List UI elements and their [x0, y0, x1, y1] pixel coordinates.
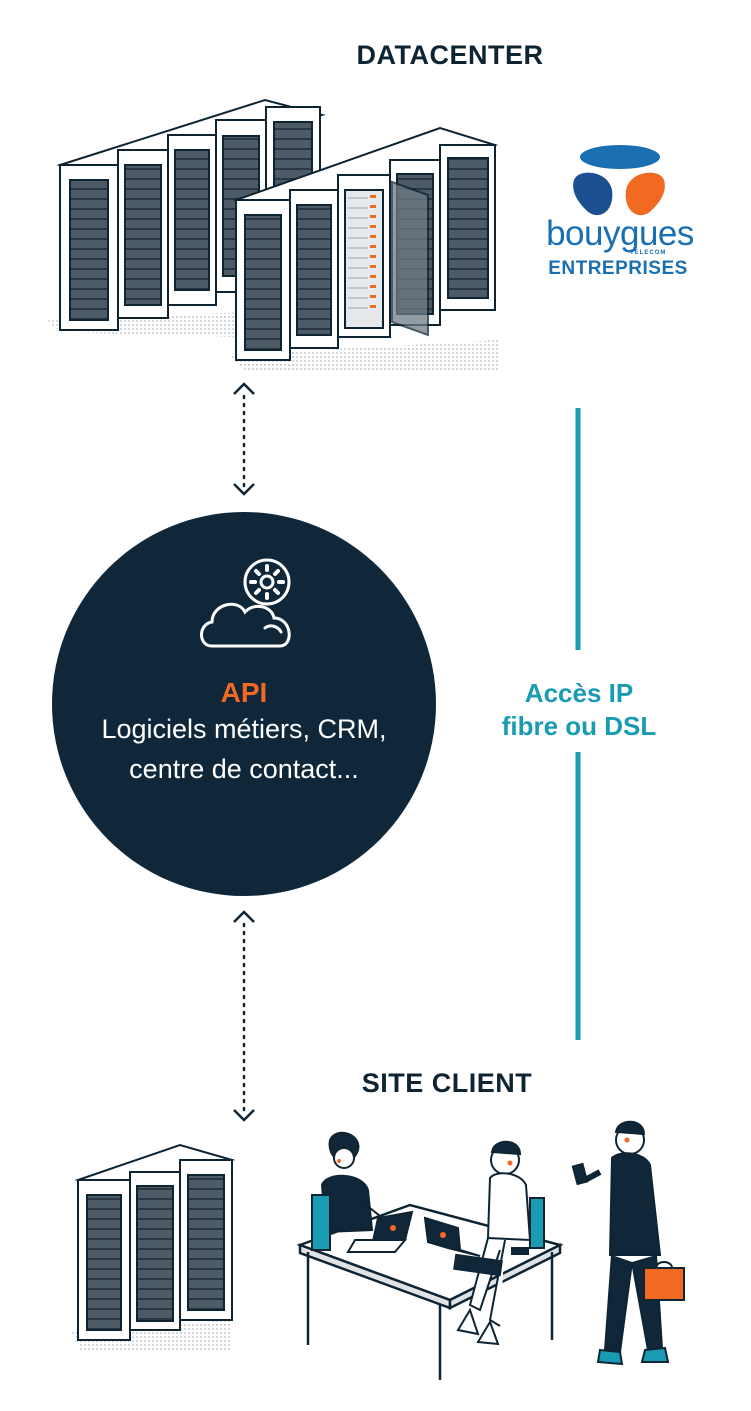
client-rack [74, 1143, 236, 1341]
logo-left-shape [573, 172, 613, 216]
rack-leds [370, 195, 376, 308]
rack-shadow [230, 340, 500, 372]
site-client-title: SITE CLIENT [361, 1068, 533, 1098]
api-title: API [220, 677, 268, 708]
access-label-line-1: Accès IP [524, 678, 634, 708]
lower-double-arrow [233, 910, 255, 1122]
api-circle [52, 512, 436, 896]
upper-double-arrow [233, 382, 255, 496]
datacenter-title: DATACENTER [356, 40, 544, 70]
api-description-line-1: Logiciels métiers, CRM, [101, 714, 387, 744]
rack-group-front [232, 126, 499, 361]
logo-brand-text: bouygues [546, 214, 694, 253]
logo-top-shape [580, 145, 660, 169]
access-label-line-2: fibre ou DSL [501, 711, 657, 741]
laptops [346, 1210, 529, 1277]
standing-man [571, 1120, 685, 1366]
api-description-line-2: centre de contact... [129, 754, 359, 784]
logo-tagline-text: ENTREPRISES [548, 258, 688, 279]
logo-right-shape [625, 172, 665, 216]
logo-subbrand-text: TELECOM [630, 250, 667, 256]
